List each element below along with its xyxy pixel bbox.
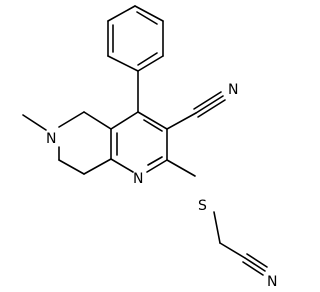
tetrahydro-ring [58, 111, 112, 175]
molecule-canvas: N N S N N [22, 5, 277, 290]
thio-chain [166, 159, 268, 276]
chain-nitrile-nitrogen-label: N [267, 274, 277, 290]
pyridine-ring [110, 111, 168, 173]
n-methyl-bond [22, 114, 47, 131]
amine-nitrogen-label: N [46, 131, 56, 147]
molecule-structure: N N S N N [22, 5, 277, 290]
sulfur-label: S [198, 198, 207, 214]
ring-nitrile-group [166, 91, 226, 130]
pyridine-nitrogen-label: N [133, 171, 143, 187]
phenyl-ring [107, 5, 164, 72]
ring-nitrile-nitrogen-label: N [228, 82, 238, 98]
